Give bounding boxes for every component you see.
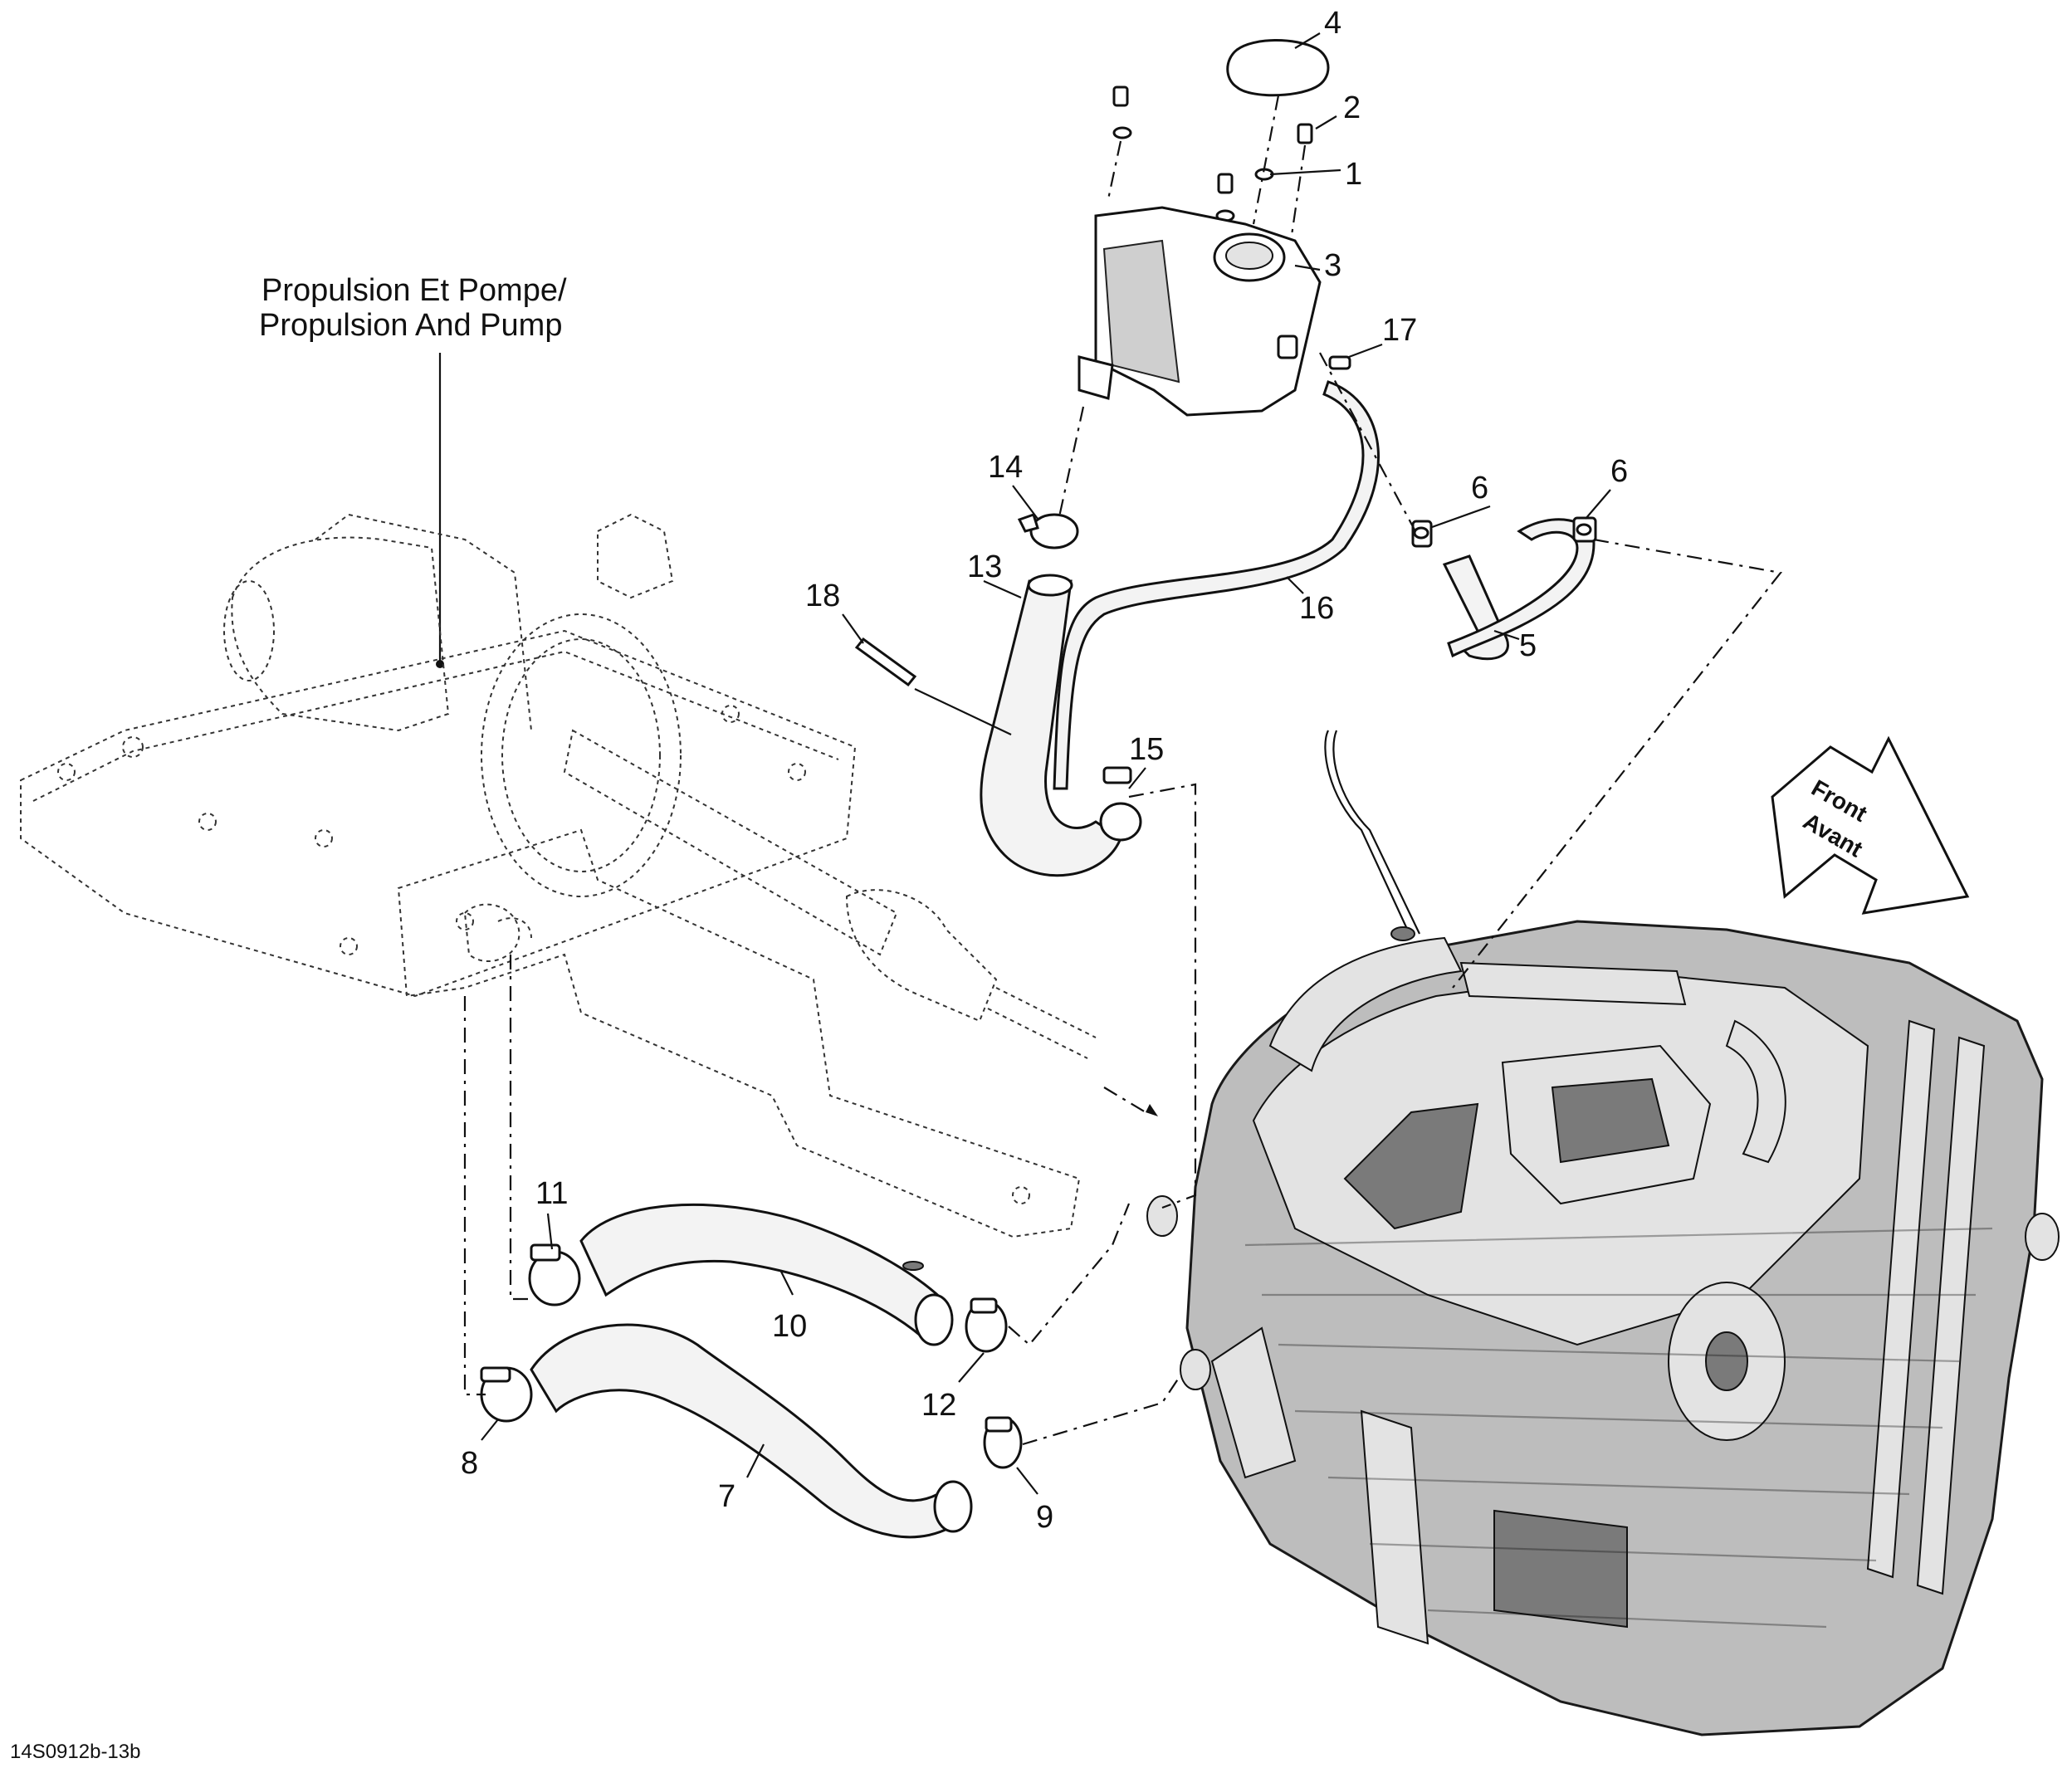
- callout-2: 2: [1343, 90, 1361, 125]
- callout-16: 16: [1299, 591, 1334, 626]
- callout-10: 10: [772, 1309, 807, 1344]
- clamp-14: [1029, 513, 1079, 549]
- engine-block: [1146, 730, 2060, 1736]
- hose-7: [530, 1323, 965, 1539]
- assembly-heading-line1: Propulsion Et Pompe/: [261, 273, 567, 308]
- pressure-cap: [1226, 39, 1330, 225]
- callout-12: 12: [921, 1388, 956, 1423]
- connection-lines: [463, 352, 1783, 1446]
- expansion-tank: [1053, 206, 1322, 540]
- callout-17: 17: [1382, 313, 1417, 348]
- callout-14: 14: [988, 450, 1023, 485]
- hose-13: [980, 579, 1122, 877]
- pin-18-leader: [914, 688, 1012, 735]
- hose-13-end: [1027, 574, 1073, 597]
- assembly-heading-line2: Propulsion And Pump: [259, 308, 562, 343]
- clamp-15: [1099, 802, 1142, 842]
- callout-9: 9: [1036, 1500, 1053, 1535]
- clamp-8-screw: [480, 1366, 511, 1383]
- callout-8: 8: [461, 1446, 478, 1481]
- clamp-12-screw: [970, 1297, 998, 1314]
- propulsion-and-pump-assembly: [20, 513, 1097, 1238]
- hose-10: [579, 1203, 948, 1339]
- clamp-9-screw: [985, 1416, 1013, 1433]
- callout-3: 3: [1324, 248, 1341, 283]
- clamp-11-screw: [530, 1243, 561, 1262]
- clamp-15-screw: [1102, 766, 1132, 784]
- callout-4: 4: [1324, 6, 1341, 41]
- callout-1: 1: [1345, 157, 1362, 192]
- callout-15: 15: [1129, 732, 1164, 767]
- clamps-6: [1411, 516, 1597, 548]
- callout-7: 7: [718, 1479, 735, 1514]
- callout-6b: 6: [1610, 454, 1628, 489]
- hose-10-end: [914, 1293, 954, 1346]
- callout-5: 5: [1519, 628, 1537, 663]
- fitting-17: [1328, 355, 1351, 370]
- drawing-code: 14S0912b-13b: [10, 1741, 140, 1763]
- front-direction-arrow: Front Avant: [1771, 735, 1970, 915]
- callout-11: 11: [535, 1176, 568, 1211]
- clamp-14-tab: [1017, 513, 1039, 533]
- hose-16: [1053, 380, 1380, 790]
- callout-6a: 6: [1471, 471, 1488, 505]
- hose-10-port: [902, 1261, 924, 1271]
- pin-18: [854, 637, 917, 687]
- callout-leaders: [481, 32, 1611, 1495]
- heading-leader-dot: [436, 660, 444, 668]
- hose-7-end: [933, 1480, 973, 1533]
- callout-13: 13: [967, 549, 1002, 584]
- callout-18: 18: [805, 579, 840, 613]
